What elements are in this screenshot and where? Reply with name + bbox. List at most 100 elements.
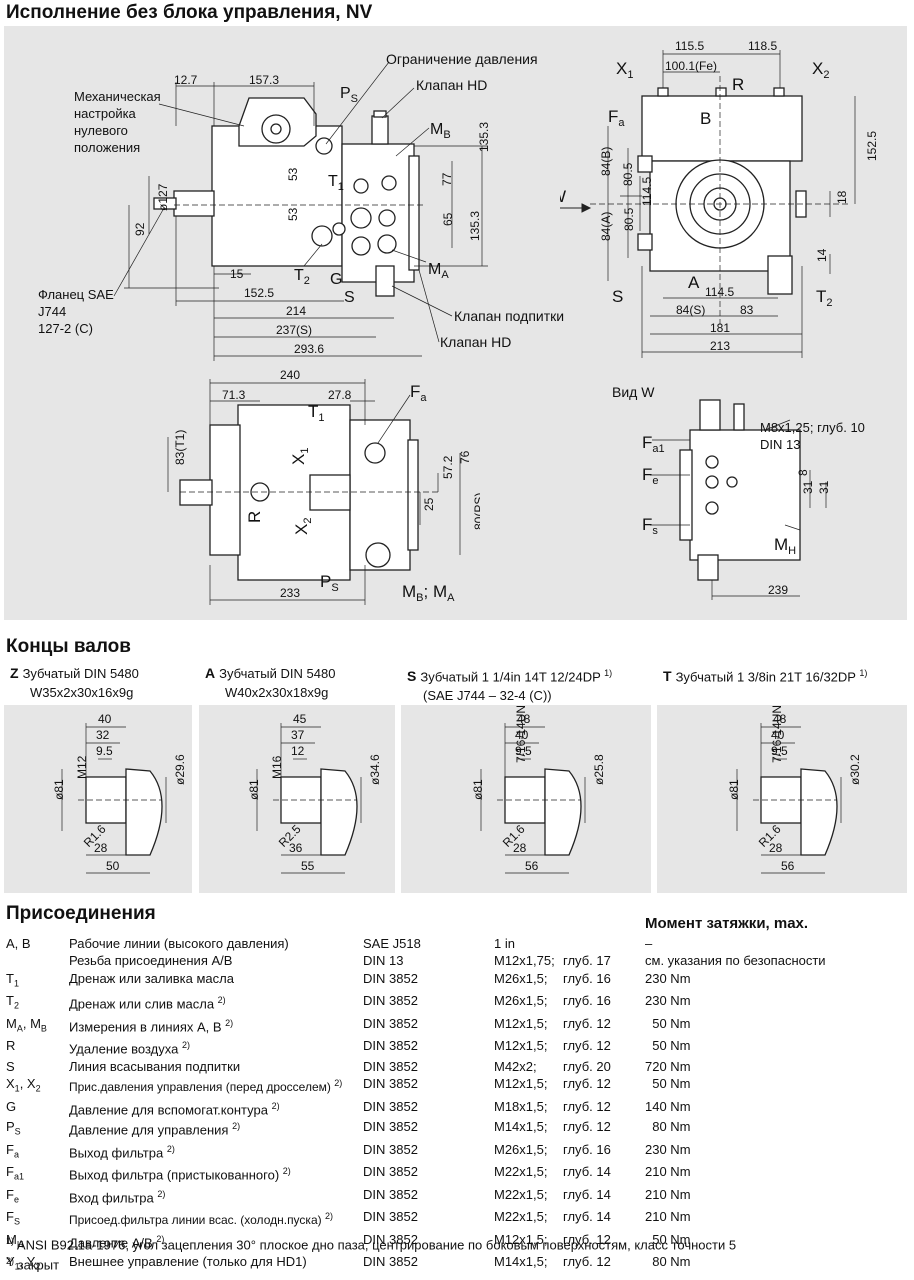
connection-code: MA, MB <box>6 1015 47 1034</box>
dim-77: 77 <box>440 172 454 186</box>
connection-code: MH <box>6 1231 24 1250</box>
connection-depth: глуб. 16 <box>563 1141 611 1157</box>
dim-114-5-v: 114.5 <box>640 177 654 206</box>
dim-53-a: 53 <box>286 167 300 181</box>
dim-0: 48 <box>773 712 787 726</box>
connection-torque: 140 Nm <box>645 1098 691 1114</box>
dim-152-5: 152.5 <box>244 286 274 300</box>
connection-std: DIN 13 <box>363 953 404 969</box>
connection-thread: M12x1,5; <box>494 1015 548 1031</box>
dim-135-3-top: 135.3 <box>477 122 491 152</box>
page-title: Исполнение без блока управления, NV <box>6 2 373 23</box>
dim-25: 25 <box>422 497 436 511</box>
dim-115-5: 115.5 <box>675 39 704 53</box>
pump-top-view-drawing: 240 71.3 27.8 83(T1) 76 57.2 25 80(PS) 2… <box>167 368 480 605</box>
label-r: R <box>732 75 744 94</box>
dim-3: ø29.6 <box>173 754 187 785</box>
dim-5: 7/16-14UNC-2B <box>770 705 784 763</box>
dim-233: 233 <box>280 586 300 600</box>
connection-std: DIN 3852 <box>363 1118 418 1134</box>
dim-7: 28 <box>769 841 783 855</box>
connection-std: DIN 3852 <box>363 1141 418 1157</box>
connection-code: X1, X2 <box>6 1076 41 1094</box>
dim-114-5-h: 114.5 <box>705 285 734 299</box>
connection-code: Fa1 <box>6 1164 24 1182</box>
connection-desc: Рабочие линии (высокого давления) <box>69 936 289 951</box>
dim-65: 65 <box>441 212 455 226</box>
connection-code: PS <box>6 1118 21 1137</box>
connection-desc: Давление A/B 2) <box>69 1233 165 1251</box>
torque-title: Момент затяжки, max. <box>645 915 809 932</box>
label-fa: Fa <box>608 107 625 129</box>
connection-thread: M26x1,5; <box>494 993 548 1009</box>
connection-desc: Внешнее управление (только для HD1) <box>69 1254 307 1270</box>
label-pressure-limit: Ограничение давления <box>386 51 538 67</box>
connection-std: DIN 3852 <box>363 1098 418 1114</box>
connection-desc: Прис.давления управления (перед дросселе… <box>69 1078 343 1094</box>
connection-depth: глуб. 12 <box>563 1076 611 1091</box>
label-x2: X2 <box>812 59 829 81</box>
connection-torque: 210 Nm <box>645 1164 691 1180</box>
connection-code <box>6 952 69 969</box>
dim-181: 181 <box>710 321 730 335</box>
dim-4: ø81 <box>247 779 261 800</box>
connection-desc: Выход фильтра 2) <box>69 1143 175 1160</box>
dim-1: 37 <box>291 728 305 742</box>
connection-torque: 80 Nm <box>645 1254 691 1270</box>
connection-code: T2 <box>6 993 19 1011</box>
dim-237s: 237(S) <box>276 323 312 337</box>
dim-2: 9.5 <box>515 744 532 758</box>
dim-214: 214 <box>286 304 306 318</box>
label-boost-valve: Клапан подпитки <box>454 308 564 324</box>
connection-std: DIN 3852 <box>363 1164 418 1180</box>
dim-5: M16 <box>270 755 284 779</box>
label-fs: Fs <box>642 515 658 537</box>
connection-depth <box>563 935 645 952</box>
label-ma: MA <box>428 261 449 281</box>
connection-std: DIN 3852 <box>363 1209 418 1225</box>
dim-92: 92 <box>133 222 147 236</box>
connection-thread: M22x1,5; <box>494 1186 548 1202</box>
connection-depth: глуб. 17 <box>563 953 611 969</box>
dim-135-3-bottom: 135.3 <box>468 211 482 241</box>
label-r: R <box>245 511 264 523</box>
connections-title: Присоединения <box>6 903 156 924</box>
dim-76: 76 <box>458 450 472 464</box>
connection-thread: M22x1,5; <box>494 1164 548 1180</box>
connection-std: SAE J518 <box>363 936 421 951</box>
label-fa: Fa <box>410 382 427 404</box>
label-valve-hd-top: Клапан HD <box>416 77 487 93</box>
dim-2: 9.5 <box>771 744 788 758</box>
label-x2: X2 <box>292 518 314 535</box>
dim-15: 15 <box>230 267 244 281</box>
connection-thread: 1 in <box>494 936 515 951</box>
connection-torque: 50 Nm <box>645 1015 691 1031</box>
mechanical-zero-callout: Механическая настройка нулевого положени… <box>74 89 161 155</box>
dim-4: ø81 <box>52 779 66 800</box>
dim-84a: 84(A) <box>599 212 613 241</box>
dim-152-5: 152.5 <box>865 131 879 161</box>
connection-depth: глуб. 12 <box>563 1254 611 1270</box>
connection-depth: глуб. 16 <box>563 970 611 986</box>
label-b: B <box>700 109 711 128</box>
label-s: S <box>344 289 355 306</box>
dim-157-3: 157.3 <box>249 73 279 87</box>
dim-8: 50 <box>106 859 120 873</box>
dim-293-6: 293.6 <box>294 342 324 356</box>
connection-desc: Вход фильтра 2) <box>69 1188 166 1206</box>
label-valve-hd-bottom: Клапан HD <box>440 334 511 350</box>
